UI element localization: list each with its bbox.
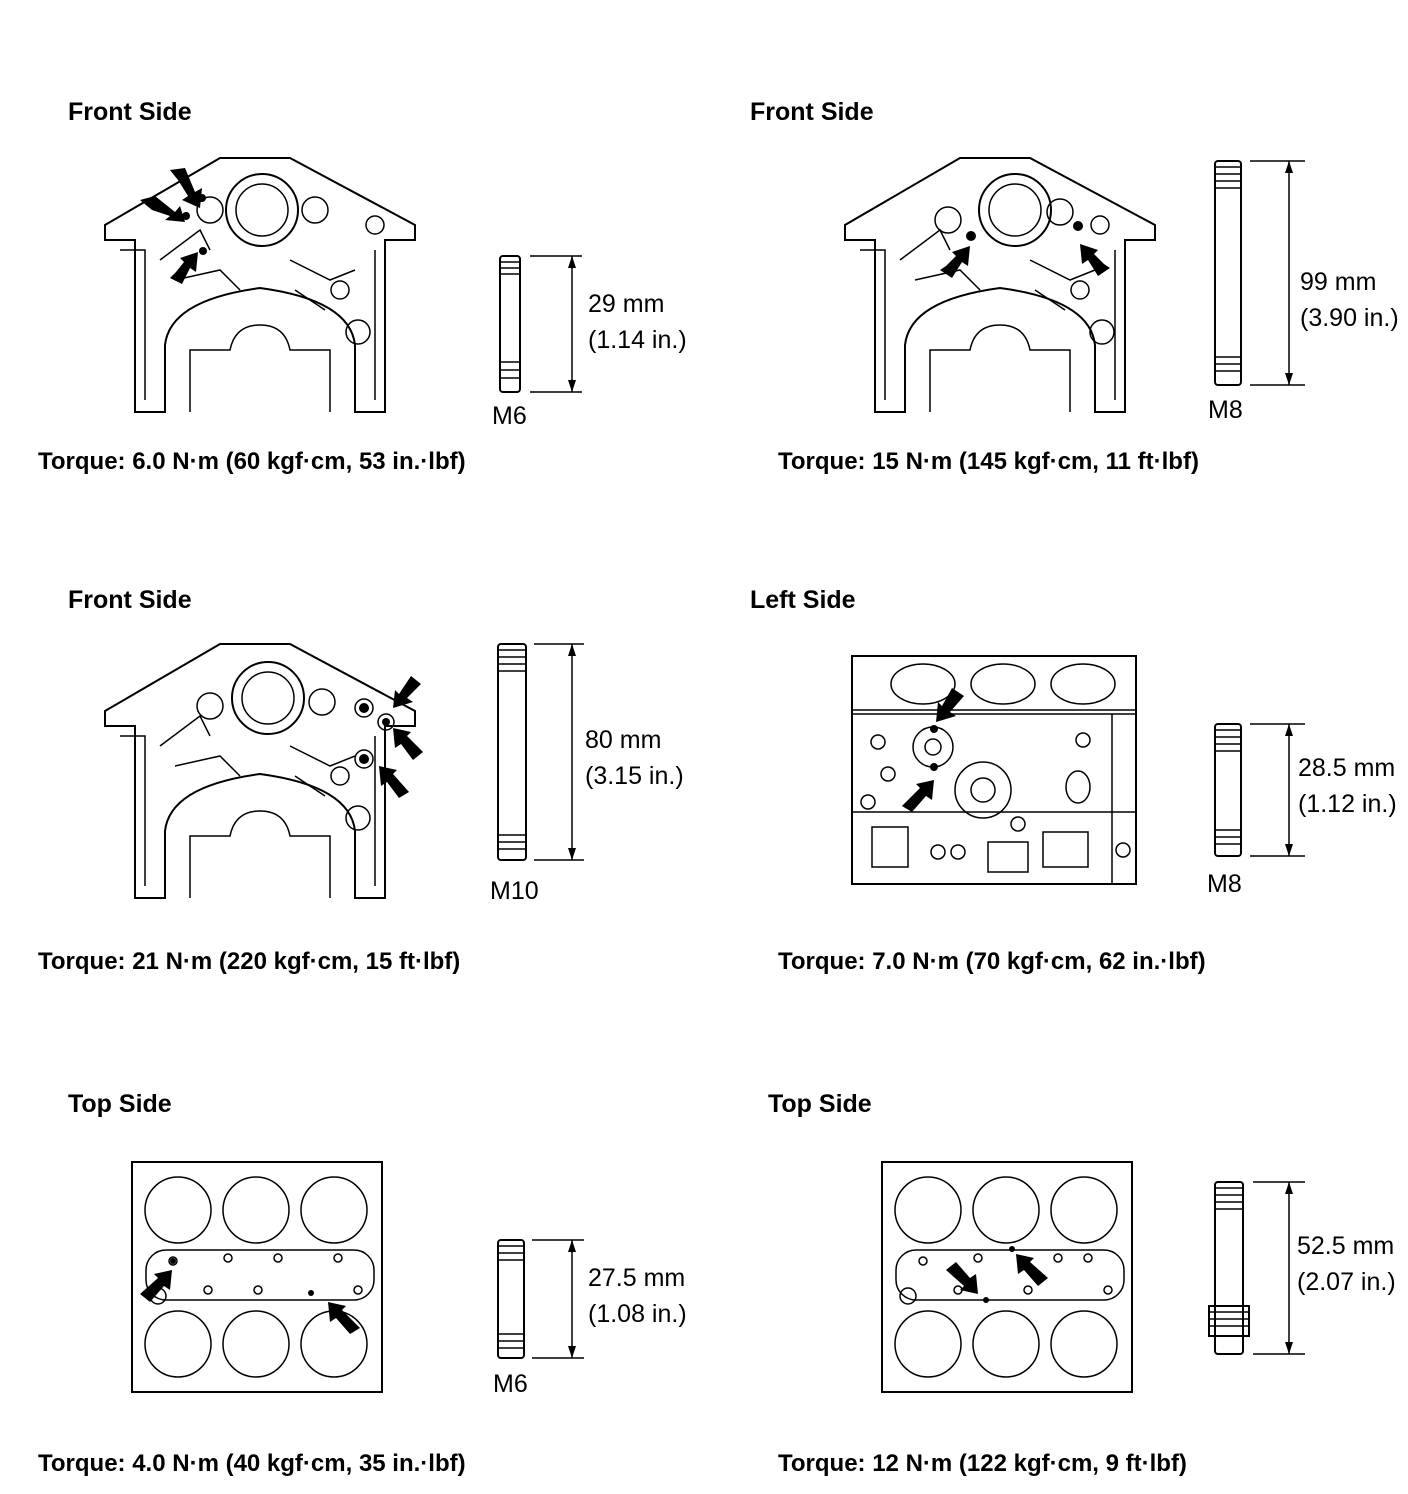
engine-block-front-view [844, 157, 1156, 413]
stud-bolt-diagram [497, 643, 584, 861]
thread-size-label: M6 [492, 402, 527, 430]
stud-length-label: 52.5 mm (2.07 in.) [1297, 1228, 1396, 1300]
torque-spec: Torque: 21 N·m (220 kgf·cm, 15 ft·lbf) [38, 948, 461, 975]
engine-block-front-view [104, 157, 416, 413]
stud-length-in: (3.15 in.) [585, 762, 684, 790]
stud-length-mm: 99 mm [1300, 268, 1377, 296]
view-title: Top Side [68, 1090, 172, 1118]
stud-bolt-diagram [1214, 723, 1305, 857]
stud-length-mm: 29 mm [588, 290, 665, 318]
arrow-icon [946, 1254, 1048, 1294]
thread-size-label: M8 [1208, 396, 1243, 424]
stud-bolt-diagram [1208, 1181, 1305, 1355]
view-title: Left Side [750, 586, 856, 614]
thread-size-label: M10 [490, 877, 539, 905]
stud-length-label: 80 mm (3.15 in.) [585, 722, 684, 794]
torque-spec: Torque: 7.0 N·m (70 kgf·cm, 62 in.·lbf) [778, 948, 1206, 975]
thread-size-label: M6 [493, 1370, 528, 1398]
stud-length-in: (1.08 in.) [588, 1300, 687, 1328]
arrow-icon [140, 168, 202, 284]
torque-spec: Torque: 4.0 N·m (40 kgf·cm, 35 in.·lbf) [38, 1450, 466, 1477]
thread-size-label: M8 [1207, 870, 1242, 898]
arrow-icon [902, 688, 964, 812]
stud-length-mm: 80 mm [585, 726, 662, 754]
stud-length-label: 29 mm (1.14 in.) [588, 286, 687, 358]
stud-bolt-diagram [1214, 160, 1305, 386]
view-title: Front Side [68, 586, 192, 614]
torque-spec: Torque: 15 N·m (145 kgf·cm, 11 ft·lbf) [778, 448, 1199, 475]
stud-length-label: 99 mm (3.90 in.) [1300, 264, 1399, 336]
stud-length-in: (3.90 in.) [1300, 304, 1399, 332]
view-title: Front Side [750, 98, 874, 126]
arrow-icon [140, 1270, 360, 1334]
engine-block-front-view [104, 643, 416, 899]
arrow-icon [379, 676, 423, 798]
stud-bolt-diagram [497, 1239, 584, 1359]
stud-length-in: (2.07 in.) [1297, 1268, 1396, 1296]
stud-length-in: (1.12 in.) [1298, 790, 1397, 818]
arrow-icon [940, 244, 1110, 278]
engine-block-top-view [881, 1161, 1133, 1393]
stud-length-mm: 52.5 mm [1297, 1232, 1395, 1260]
stud-length-in: (1.14 in.) [588, 326, 687, 354]
view-title: Top Side [768, 1090, 872, 1118]
torque-spec: Torque: 6.0 N·m (60 kgf·cm, 53 in.·lbf) [38, 448, 466, 475]
stud-length-mm: 28.5 mm [1298, 754, 1396, 782]
stud-length-label: 27.5 mm (1.08 in.) [588, 1260, 687, 1332]
engine-block-left-view [851, 655, 1137, 885]
stud-length-mm: 27.5 mm [588, 1264, 686, 1292]
view-title: Front Side [68, 98, 192, 126]
stud-bolt-diagram [499, 255, 582, 393]
torque-spec: Torque: 12 N·m (122 kgf·cm, 9 ft·lbf) [778, 1450, 1187, 1477]
stud-length-label: 28.5 mm (1.12 in.) [1298, 750, 1397, 822]
